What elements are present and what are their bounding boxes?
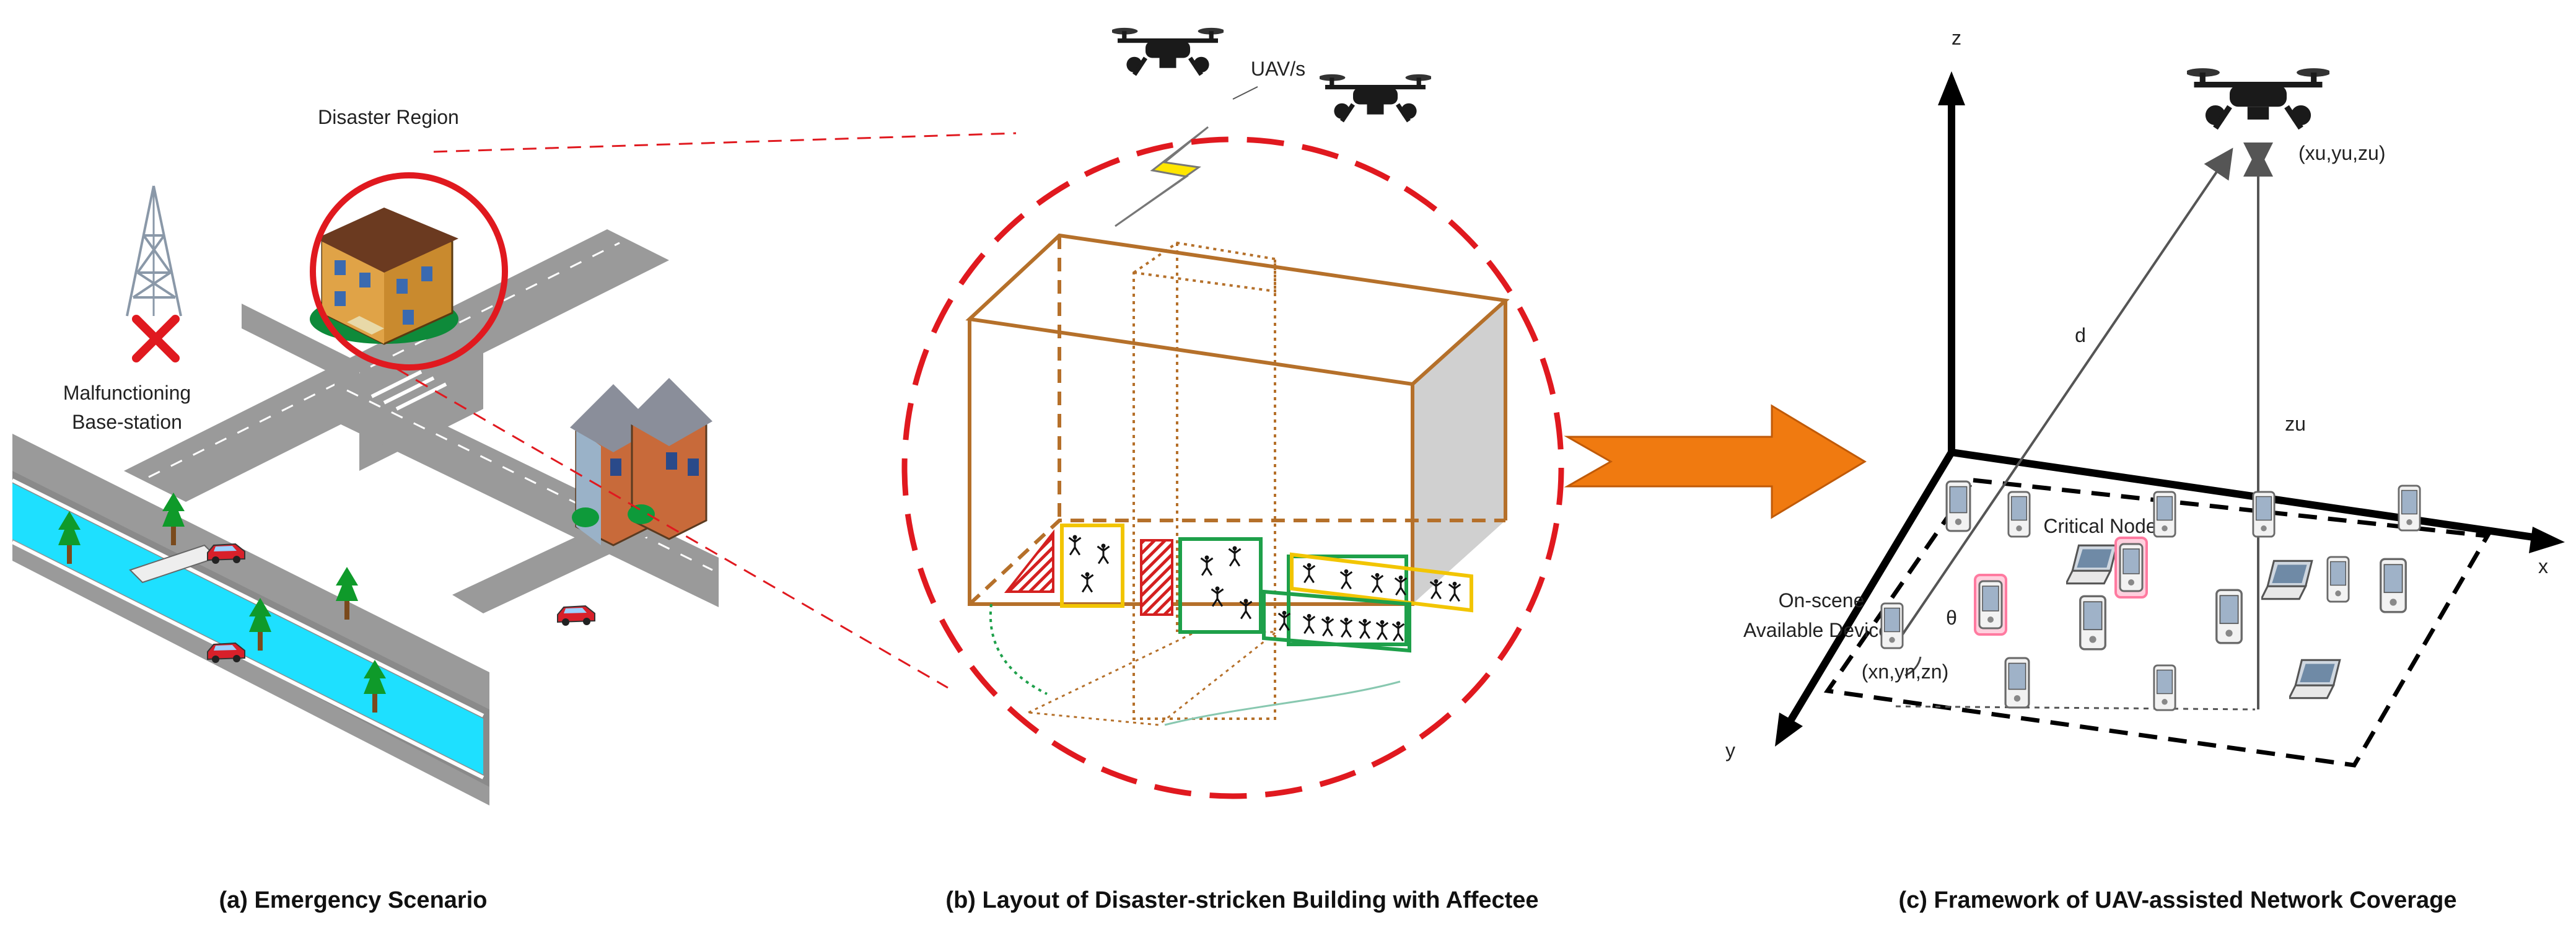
uav-coordinate-label: (xu,yu,zu) — [2298, 142, 2385, 164]
river-canal — [12, 483, 483, 774]
base-station-label-line1: Malfunctioning — [63, 382, 191, 404]
laptop-icon — [2261, 559, 2313, 600]
node-coordinate-label: (xn,yn,zn) — [1862, 660, 1948, 683]
axis-y-label: y — [1725, 739, 1735, 761]
axis-z-label: z — [1952, 27, 1961, 49]
mobile-phone-icon — [2326, 556, 2350, 603]
axis-x-label: x — [2538, 555, 2548, 577]
caption-panel-b: (b) Layout of Disaster-stricken Building… — [945, 887, 1538, 913]
elevation-angle-label: θ — [1946, 607, 1957, 629]
smartphone-icon — [1945, 480, 1971, 532]
panel-a-emergency-scenario: Malfunctioning Base-station Disaster Reg… — [11, 106, 719, 913]
devices-label-line1: On-scene — [1779, 589, 1865, 612]
height-label: zu — [2285, 413, 2306, 435]
critical-device-icon — [2119, 543, 2144, 592]
uav-drone-icon — [1111, 28, 1225, 75]
zoom-circle — [901, 136, 1564, 799]
mobile-phone-icon — [2398, 485, 2421, 532]
panel-b-building-layout: UAV/s — [901, 28, 1564, 913]
residential-houses — [570, 378, 712, 546]
critical-node-label: Critical Node — [2043, 515, 2157, 537]
transition-arrow — [1564, 404, 1867, 519]
critical-device-icon — [1978, 580, 2003, 630]
mobile-phone-icon — [1880, 602, 1904, 649]
tablet-icon — [2215, 589, 2243, 644]
disaster-region-circle — [310, 172, 508, 371]
uav-drone-icon — [2186, 68, 2331, 128]
laptop-icon — [2289, 659, 2341, 700]
uav-label: UAV/s — [1251, 58, 1305, 80]
caption-panel-c: (c) Framework of UAV-assisted Network Co… — [1898, 887, 2456, 913]
devices-label-line2: Available Devices — [1743, 619, 1899, 641]
tablet-icon — [2380, 558, 2407, 613]
mobile-phone-icon — [2252, 491, 2276, 538]
malfunctioning-base-station — [126, 185, 182, 317]
wireless-signal-bolt-icon — [1115, 126, 1209, 227]
tablet-icon — [2079, 595, 2106, 651]
critical-nodes — [1974, 537, 2148, 636]
uav-drone-icon — [1318, 74, 1432, 121]
distance-line — [1895, 147, 2233, 646]
coordinate-axes — [1775, 71, 2565, 747]
base-station-label-line2: Base-station — [72, 411, 182, 433]
affectee-zones — [1004, 524, 1473, 653]
building-wireframe — [965, 233, 1510, 726]
coverage-plane — [1823, 478, 2491, 768]
mobile-phone-icon — [2153, 491, 2176, 538]
mobile-phone-icon — [2007, 491, 2031, 538]
zoom-connector-lines — [396, 132, 1017, 689]
panel-c-network-framework: z x y (xu,yu,zu) d zu θ On-scene Availab… — [1725, 27, 2565, 913]
smartphone-icon — [2004, 657, 2030, 709]
mobile-phone-icon — [2153, 664, 2176, 711]
distance-label: d — [2075, 324, 2086, 346]
caption-panel-a: (a) Emergency Scenario — [219, 887, 488, 913]
failure-x-icon — [132, 315, 180, 362]
disaster-building — [310, 208, 458, 345]
car-icon — [557, 605, 595, 626]
disaster-region-label: Disaster Region — [318, 106, 459, 128]
laptop-icon — [2066, 544, 2118, 585]
